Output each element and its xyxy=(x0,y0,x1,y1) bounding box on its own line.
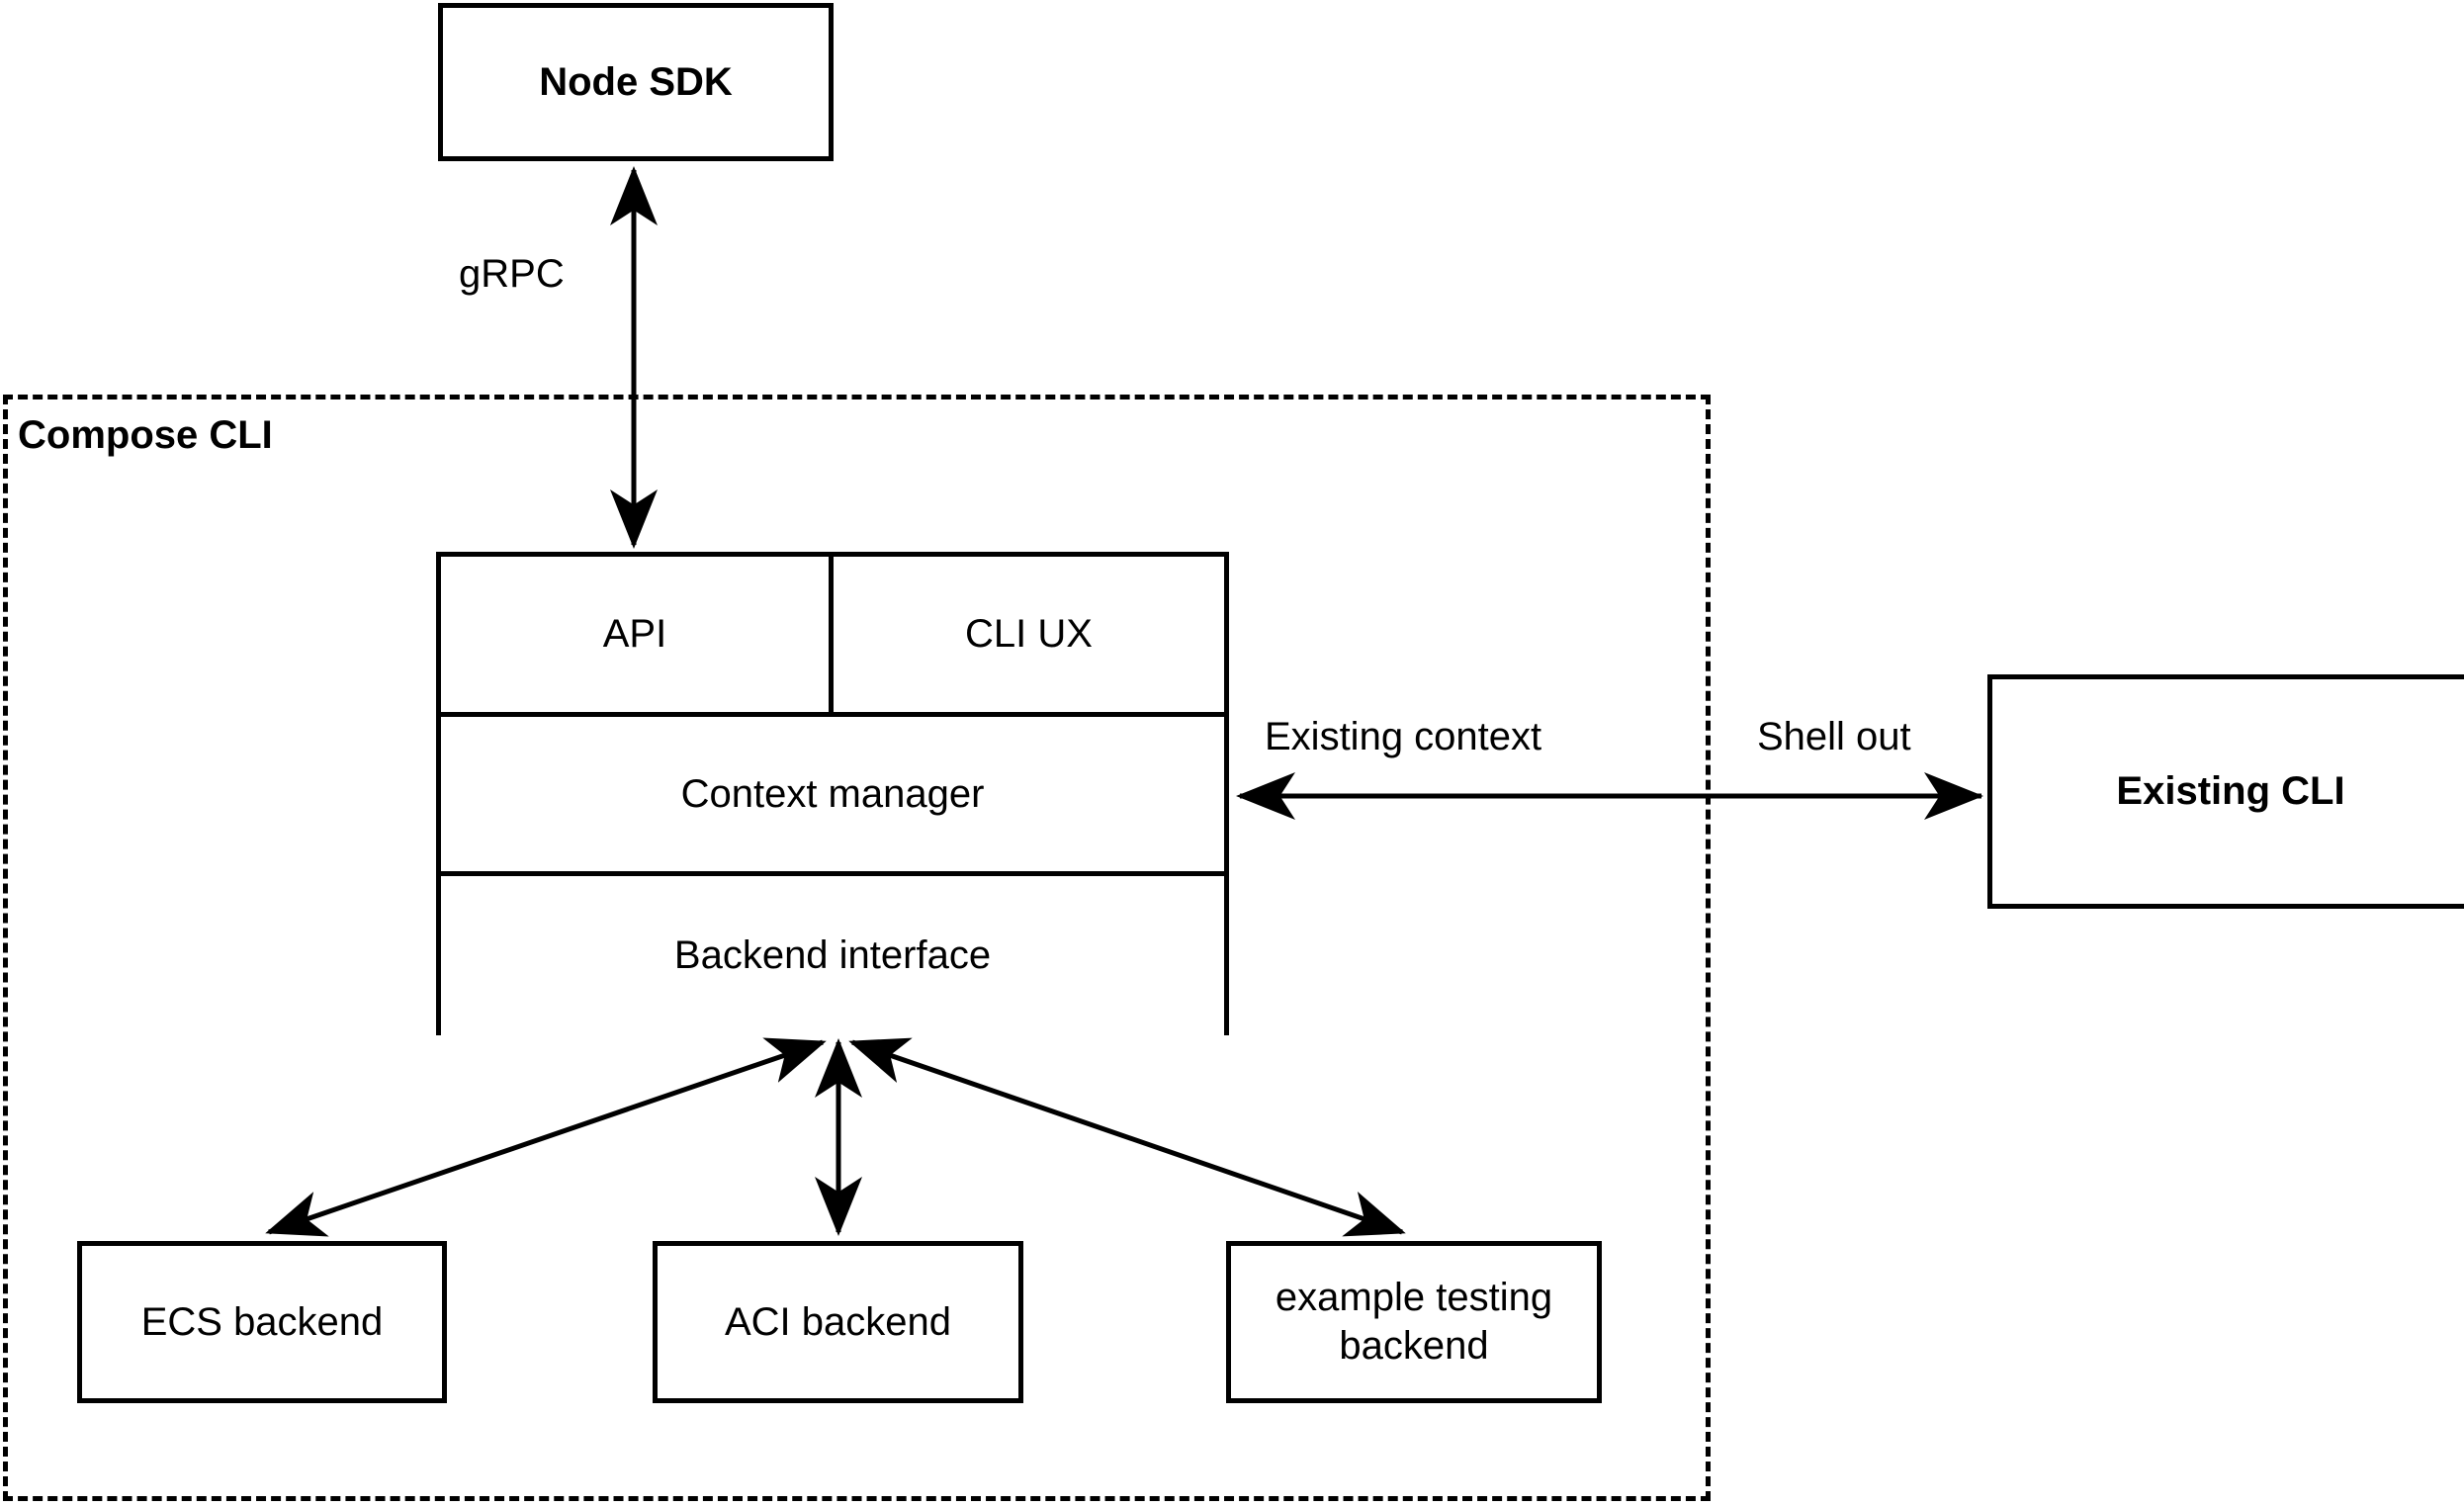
stack-cell-cli-ux-label: CLI UX xyxy=(965,612,1093,656)
existing-cli-label: Existing CLI xyxy=(2116,769,2345,814)
stack-cell-backend-interface-label: Backend interface xyxy=(673,933,992,977)
ecs-backend-box[interactable]: ECS backend xyxy=(77,1241,447,1403)
stack-row-api: API CLI UX xyxy=(441,557,1224,717)
compose-cli-stack: API CLI UX Context manager Backend inter… xyxy=(436,552,1229,1035)
stack-row-backend-interface: Backend interface xyxy=(441,876,1224,1035)
aci-backend-label: ACI backend xyxy=(724,1299,952,1344)
edge-label-shell-out: Shell out xyxy=(1757,715,1911,758)
stack-cell-api-label: API xyxy=(602,612,667,656)
edge-label-grpc: gRPC xyxy=(459,252,565,296)
example-testing-backend-label-line1: example testing xyxy=(1275,1276,1553,1320)
node-sdk-box[interactable]: Node SDK xyxy=(438,3,834,161)
node-sdk-label: Node SDK xyxy=(539,59,733,104)
edge-backend-ecs-line xyxy=(265,1037,827,1237)
stack-cell-cli-ux[interactable]: CLI UX xyxy=(834,557,1224,712)
existing-cli-box[interactable]: Existing CLI xyxy=(1987,674,2464,909)
example-testing-backend-box[interactable]: example testing backend xyxy=(1226,1241,1602,1403)
edge-backend-example-line xyxy=(848,1037,1406,1237)
group-compose-cli xyxy=(3,395,1711,1501)
example-testing-backend-label-line2: backend xyxy=(1339,1324,1489,1368)
stack-cell-backend-interface[interactable]: Backend interface xyxy=(441,876,1224,1035)
stack-cell-api[interactable]: API xyxy=(441,557,834,712)
stack-row-context-manager: Context manager xyxy=(441,717,1224,876)
stack-cell-context-manager-label: Context manager xyxy=(680,771,985,816)
stack-cell-context-manager[interactable]: Context manager xyxy=(441,717,1224,871)
edge-label-existing-context: Existing context xyxy=(1265,715,1542,758)
aci-backend-box[interactable]: ACI backend xyxy=(653,1241,1023,1403)
ecs-backend-label: ECS backend xyxy=(140,1299,384,1344)
group-compose-cli-label: Compose CLI xyxy=(18,413,273,457)
